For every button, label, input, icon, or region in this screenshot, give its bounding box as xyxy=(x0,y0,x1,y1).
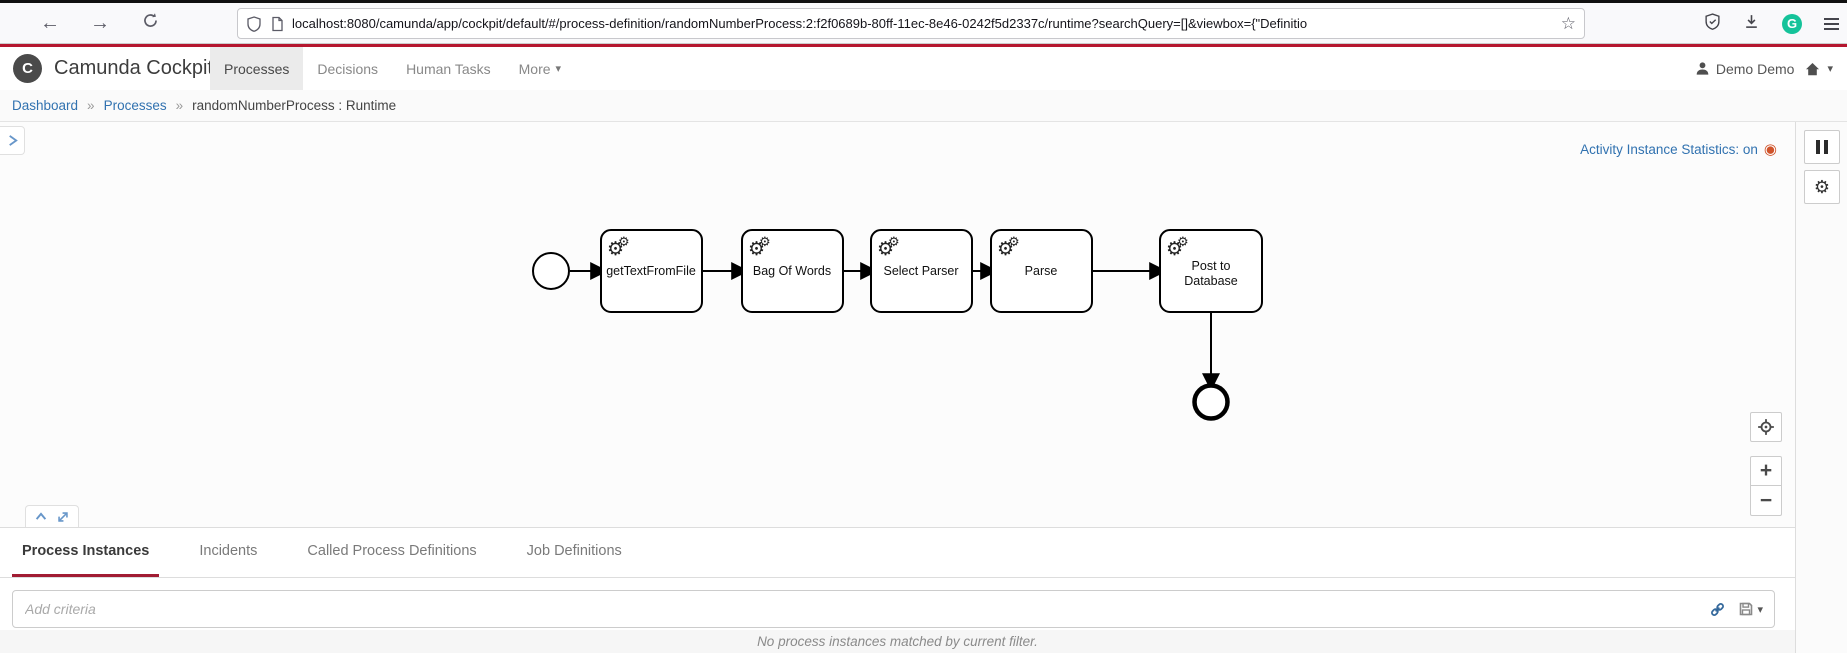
nav-item-processes[interactable]: Processes xyxy=(210,47,304,90)
chevron-down-icon: ▾ xyxy=(555,63,562,75)
nav-item-human-tasks[interactable]: Human Tasks xyxy=(406,60,491,77)
tab-bar: Process Instances Incidents Called Proce… xyxy=(0,528,1795,578)
url-bar[interactable]: localhost:8080/camunda/app/cockpit/defau… xyxy=(237,8,1585,39)
service-task-gear-icon: ⚙ xyxy=(997,238,1014,260)
url-text[interactable]: localhost:8080/camunda/app/cockpit/defau… xyxy=(292,16,1308,31)
task-label: Bag Of Words xyxy=(753,264,831,278)
zoom-out-button[interactable]: − xyxy=(1750,486,1782,516)
reload-icon[interactable] xyxy=(138,12,162,35)
pause-refresh-button[interactable] xyxy=(1804,130,1840,164)
task-label-line2: Database xyxy=(1184,274,1238,288)
page-info-icon[interactable] xyxy=(270,16,284,32)
end-event xyxy=(1192,383,1230,421)
nav-more-label: More xyxy=(518,60,551,77)
shield-icon[interactable] xyxy=(246,15,262,32)
service-task-gear-icon: ⚙ xyxy=(1008,235,1020,250)
process-diagram-area: Activity Instance Statistics: on ◉ ⚙ xyxy=(0,122,1847,528)
service-task-gear-icon: ⚙ xyxy=(759,235,771,250)
menu-icon[interactable] xyxy=(1824,17,1839,30)
user-name: Demo Demo xyxy=(1715,60,1795,77)
grammarly-extension-icon[interactable]: G xyxy=(1782,13,1802,34)
task-parse[interactable]: ⚙ ⚙ Parse xyxy=(990,229,1093,313)
window-top-edge xyxy=(0,0,1847,3)
bpmn-diagram: ⚙ ⚙ getTextFromFile ⚙ ⚙ Bag Of Words ⚙ ⚙… xyxy=(532,229,1263,421)
breadcrumb-separator: » xyxy=(87,98,95,113)
start-event xyxy=(532,252,570,290)
activity-statistics-toggle[interactable]: Activity Instance Statistics: on ◉ xyxy=(1580,142,1777,157)
reset-view-button[interactable] xyxy=(1750,412,1782,442)
task-label: Parse xyxy=(1025,264,1058,278)
user-icon xyxy=(1696,62,1709,75)
chevron-down-icon: ▾ xyxy=(1757,603,1763,616)
bottom-panel: Process Instances Incidents Called Proce… xyxy=(0,528,1795,653)
collapse-panel-button[interactable] xyxy=(34,510,48,523)
back-icon[interactable]: ← xyxy=(40,11,60,34)
shield-badge-icon[interactable] xyxy=(1704,12,1721,35)
brand-accent-bar xyxy=(0,44,1847,47)
service-task-gear-icon: ⚙ xyxy=(1177,235,1189,250)
nav-item-decisions[interactable]: Decisions xyxy=(317,60,379,77)
expand-diagonal-icon xyxy=(58,511,68,522)
service-task-gear-icon: ⚙ xyxy=(877,238,894,260)
save-icon xyxy=(1740,602,1753,616)
reload-icon-svg xyxy=(143,12,157,27)
bookmark-star-icon[interactable]: ☆ xyxy=(1560,13,1576,33)
service-task-gear-icon: ⚙ xyxy=(618,235,630,250)
task-label: getTextFromFile xyxy=(606,264,696,278)
task-label: Select Parser xyxy=(883,264,958,278)
breadcrumb-dashboard[interactable]: Dashboard xyxy=(12,98,79,113)
copy-link-icon[interactable] xyxy=(1709,601,1726,618)
breadcrumb: Dashboard » Processes » randomNumberProc… xyxy=(0,90,1847,122)
settings-button[interactable]: ⚙ xyxy=(1804,170,1840,204)
breadcrumb-separator: » xyxy=(175,98,184,113)
task-label-line1: Post to xyxy=(1192,259,1231,273)
activity-statistics-label: Activity Instance Statistics: on xyxy=(1580,142,1758,157)
app-header: C Camunda Cockpit Processes Decisions Hu… xyxy=(0,47,1847,90)
task-getTextFromFile[interactable]: ⚙ ⚙ getTextFromFile xyxy=(600,229,703,313)
breadcrumb-current: randomNumberProcess : Runtime xyxy=(192,98,397,113)
chevron-up-icon xyxy=(35,512,47,520)
empty-state-message: No process instances matched by current … xyxy=(0,630,1795,653)
browser-toolbar: ← → localhost:8080/camunda/app/cockpit/d… xyxy=(0,3,1847,44)
tab-called-process-definitions[interactable]: Called Process Definitions xyxy=(307,543,477,559)
task-post-to-database[interactable]: ⚙ ⚙ Post to Database xyxy=(1159,229,1263,313)
add-criteria-input[interactable] xyxy=(12,590,1775,628)
user-menu[interactable]: Demo Demo xyxy=(1695,60,1795,77)
pause-icon xyxy=(1816,140,1828,154)
task-select-parser[interactable]: ⚙ ⚙ Select Parser xyxy=(870,229,973,313)
main-nav: Processes Decisions Human Tasks More ▾ xyxy=(210,47,575,90)
diagram-sidebar: ⚙ xyxy=(1795,122,1847,653)
panel-resize-handle xyxy=(25,505,79,527)
nav-item-more[interactable]: More ▾ xyxy=(505,47,575,90)
save-filter-button[interactable]: ▾ xyxy=(1738,601,1763,617)
filter-panel-toggle[interactable] xyxy=(0,126,25,155)
home-icon xyxy=(1806,62,1820,75)
breadcrumb-processes[interactable]: Processes xyxy=(103,98,167,113)
zoom-in-button[interactable]: + xyxy=(1750,456,1782,486)
service-task-gear-icon: ⚙ xyxy=(1166,238,1183,260)
camunda-logo-icon[interactable]: C xyxy=(13,54,42,83)
tab-process-instances[interactable]: Process Instances xyxy=(12,528,160,577)
service-task-gear-icon: ⚙ xyxy=(748,238,765,260)
service-task-gear-icon: ⚙ xyxy=(607,238,624,260)
record-on-icon: ◉ xyxy=(1763,141,1777,158)
chevron-right-icon xyxy=(8,135,18,146)
tab-incidents[interactable]: Incidents xyxy=(199,543,258,559)
crosshair-icon xyxy=(1758,419,1774,435)
downloads-icon[interactable] xyxy=(1743,13,1760,35)
tab-job-definitions[interactable]: Job Definitions xyxy=(526,543,622,559)
service-task-gear-icon: ⚙ xyxy=(888,235,900,250)
filter-row: ▾ xyxy=(12,590,1775,628)
home-menu[interactable]: ▾ xyxy=(1804,61,1833,77)
task-bag-of-words[interactable]: ⚙ ⚙ Bag Of Words xyxy=(741,229,844,313)
maximize-panel-button[interactable] xyxy=(56,510,70,524)
app-title: Camunda Cockpit xyxy=(54,57,213,79)
diagram-controls: + − xyxy=(1750,412,1782,516)
chevron-down-icon: ▾ xyxy=(1827,63,1833,75)
forward-icon[interactable]: → xyxy=(90,11,110,34)
